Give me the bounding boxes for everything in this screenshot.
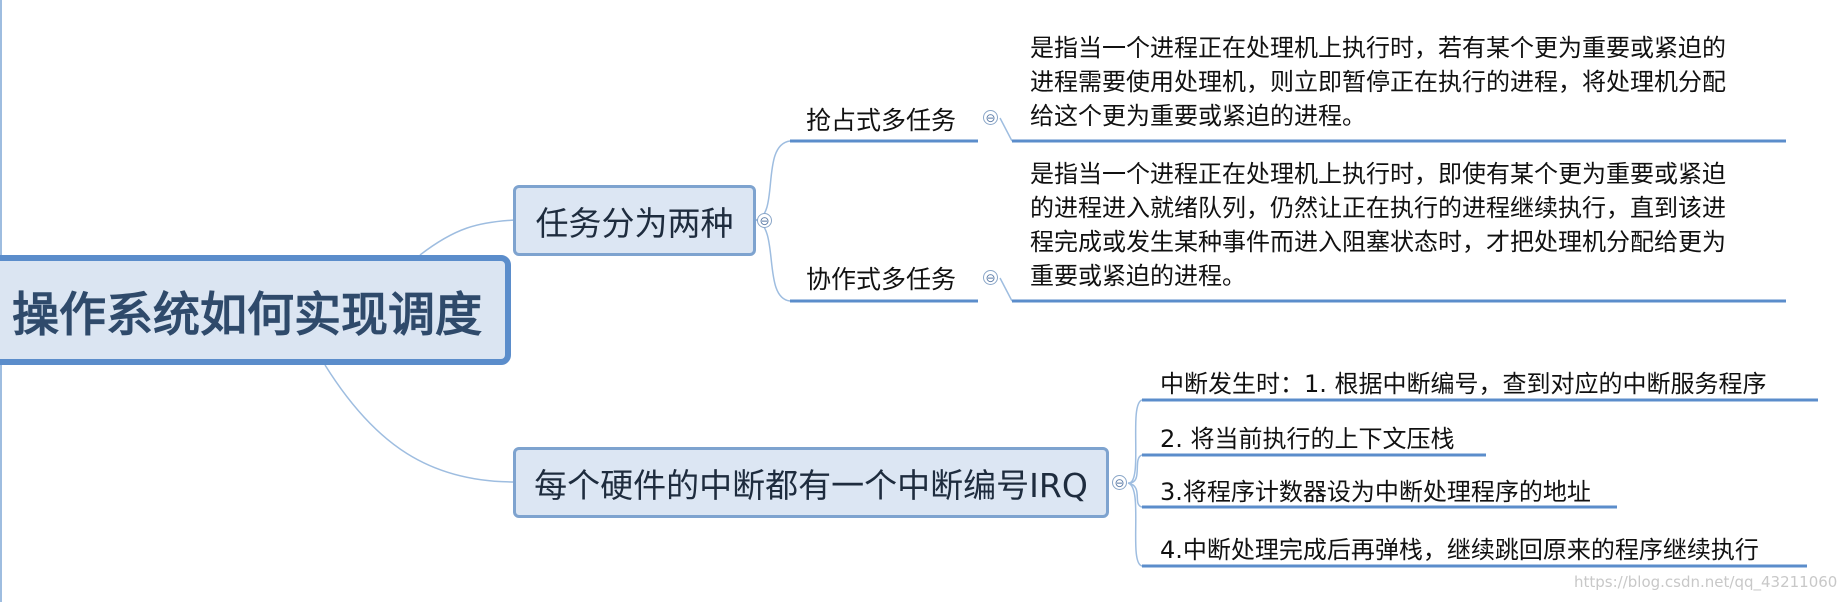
branch-node-label: 任务分为两种 bbox=[535, 203, 734, 243]
collapse-toggle-icon[interactable]: ⊖ bbox=[983, 270, 998, 285]
connector-preemptive-to-desc bbox=[999, 117, 1013, 142]
connector-root-to-irq bbox=[324, 364, 516, 483]
connector-tasks-to-preemptive bbox=[755, 140, 791, 221]
branch-node-task-types[interactable]: 任务分为两种 bbox=[513, 185, 756, 256]
collapse-toggle-icon[interactable]: ⊖ bbox=[983, 110, 998, 125]
child-label-preemptive[interactable]: 抢占式多任务 bbox=[806, 106, 957, 135]
desc-line: 进程需要使用处理机，则立即暂停正在执行的进程，将处理机分配 bbox=[1030, 68, 1726, 96]
connector-irq-to-items bbox=[1127, 399, 1143, 567]
desc-line: 是指当一个进程正在处理机上执行时，即使有某个更为重要或紧迫 bbox=[1030, 160, 1726, 188]
connector-root-to-tasks bbox=[419, 219, 516, 256]
interrupt-step-item[interactable]: 3.将程序计数器设为中断处理程序的地址 bbox=[1160, 478, 1591, 506]
root-node[interactable]: 操作系统如何实现调度 bbox=[0, 255, 511, 365]
interrupt-step-item[interactable]: 4.中断处理完成后再弹栈，继续跳回原来的程序继续执行 bbox=[1160, 536, 1759, 564]
desc-line: 重要或紧迫的进程。 bbox=[1030, 262, 1246, 290]
branch-node-irq[interactable]: 每个硬件的中断都有一个中断编号IRQ bbox=[513, 447, 1109, 518]
watermark-text: https://blog.csdn.net/qq_43211060 bbox=[1574, 573, 1837, 591]
desc-line: 的进程进入就绪队列，仍然让正在执行的进程继续执行，直到该进 bbox=[1030, 194, 1726, 222]
desc-line: 是指当一个进程正在处理机上执行时，若有某个更为重要或紧迫的 bbox=[1030, 34, 1726, 62]
child-label-cooperative[interactable]: 协作式多任务 bbox=[806, 265, 957, 294]
desc-line: 程完成或发生某种事件而进入阻塞状态时，才把处理机分配给更为 bbox=[1030, 228, 1726, 256]
connector-cooperative-to-desc bbox=[999, 277, 1013, 302]
root-title: 操作系统如何实现调度 bbox=[12, 287, 482, 343]
branch-node-label: 每个硬件的中断都有一个中断编号IRQ bbox=[534, 465, 1088, 505]
desc-cooperative: 是指当一个进程正在处理机上执行时，即使有某个更为重要或紧迫 的进程进入就绪队列，… bbox=[1030, 157, 1790, 293]
desc-line: 给这个更为重要或紧迫的进程。 bbox=[1030, 102, 1366, 130]
interrupt-step-item[interactable]: 2. 将当前执行的上下文压栈 bbox=[1160, 425, 1455, 453]
connector-tasks-to-cooperative bbox=[755, 219, 791, 302]
desc-preemptive: 是指当一个进程正在处理机上执行时，若有某个更为重要或紧迫的 进程需要使用处理机，… bbox=[1030, 31, 1790, 133]
collapse-toggle-icon[interactable]: ⊖ bbox=[757, 213, 772, 228]
collapse-toggle-icon[interactable]: ⊖ bbox=[1112, 475, 1127, 490]
interrupt-step-item[interactable]: 中断发生时：1. 根据中断编号，查到对应的中断服务程序 bbox=[1160, 370, 1767, 398]
